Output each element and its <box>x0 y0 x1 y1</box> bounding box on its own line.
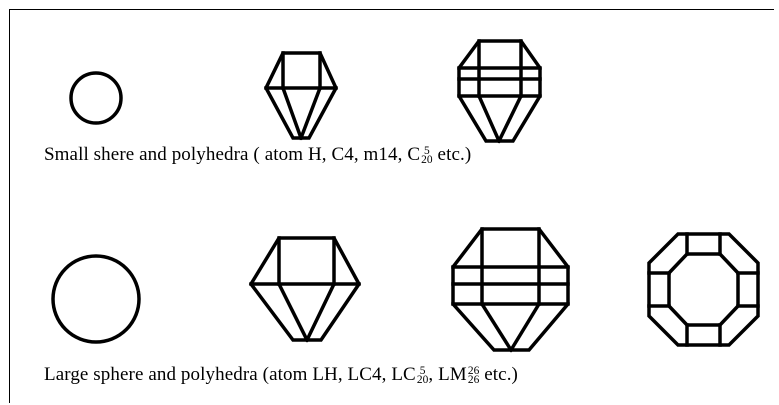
large-sphere <box>51 254 141 344</box>
small-caption-tail: etc.) <box>432 144 472 165</box>
small-banded-polyhedron <box>457 39 542 144</box>
small-caption-text: Small shere and polyhedra ( atom H, C4, … <box>44 144 421 165</box>
figure-frame <box>9 9 774 403</box>
small-sphere <box>69 71 123 125</box>
small-caption-sub: 20 <box>421 153 433 166</box>
small-caption-sup: 5 <box>423 144 430 157</box>
small-shapes-caption: Small shere and polyhedra ( atom H, C4, … <box>44 144 471 166</box>
large-caption-text: Large sphere and polyhedra (atom LH, LC4… <box>44 364 416 385</box>
large-octagonal-ring <box>647 232 760 347</box>
large-caption-mid: , LM <box>428 364 467 385</box>
large-caption-lc-sup: 5 <box>419 364 426 377</box>
large-banded-polyhedron <box>451 227 570 353</box>
small-hexagonal-polyhedron <box>264 51 338 141</box>
large-caption-lc-sub: 20 <box>416 373 429 386</box>
large-caption-lm-sup: 26 <box>467 364 480 377</box>
large-caption-lm-sub: 26 <box>467 373 480 386</box>
large-hexagonal-polyhedron <box>248 236 362 343</box>
large-caption-tail: etc.) <box>479 364 518 385</box>
large-shapes-caption: Large sphere and polyhedra (atom LH, LC4… <box>44 364 518 386</box>
